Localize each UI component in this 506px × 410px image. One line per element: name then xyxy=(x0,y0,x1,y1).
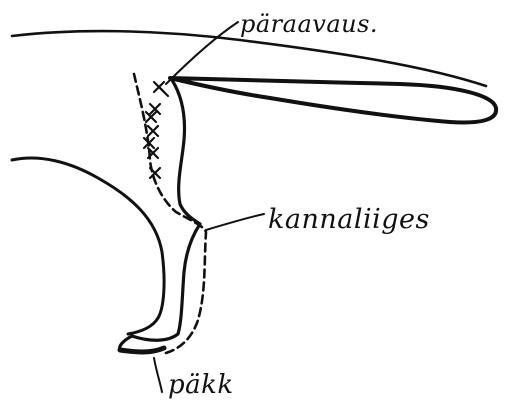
heel-bold-segment xyxy=(120,348,164,352)
label-paraavaus: päraavaus. xyxy=(240,12,378,36)
stitch-8 xyxy=(160,88,168,96)
leader-line-middle xyxy=(206,214,264,230)
leader-line-top xyxy=(166,22,238,84)
left-body-outline xyxy=(12,158,164,318)
stitch-3 xyxy=(148,126,158,136)
label-pakk: päkk xyxy=(168,372,234,398)
upper-outline-line xyxy=(12,31,486,86)
toe-lobe-outline xyxy=(170,78,496,122)
stitch-5 xyxy=(150,168,160,178)
leg-bottom-curve xyxy=(128,318,158,334)
label-kannaliiges: kannaliiges xyxy=(268,206,430,233)
leader-line-bottom xyxy=(154,358,162,392)
cross-stitches xyxy=(144,82,168,178)
